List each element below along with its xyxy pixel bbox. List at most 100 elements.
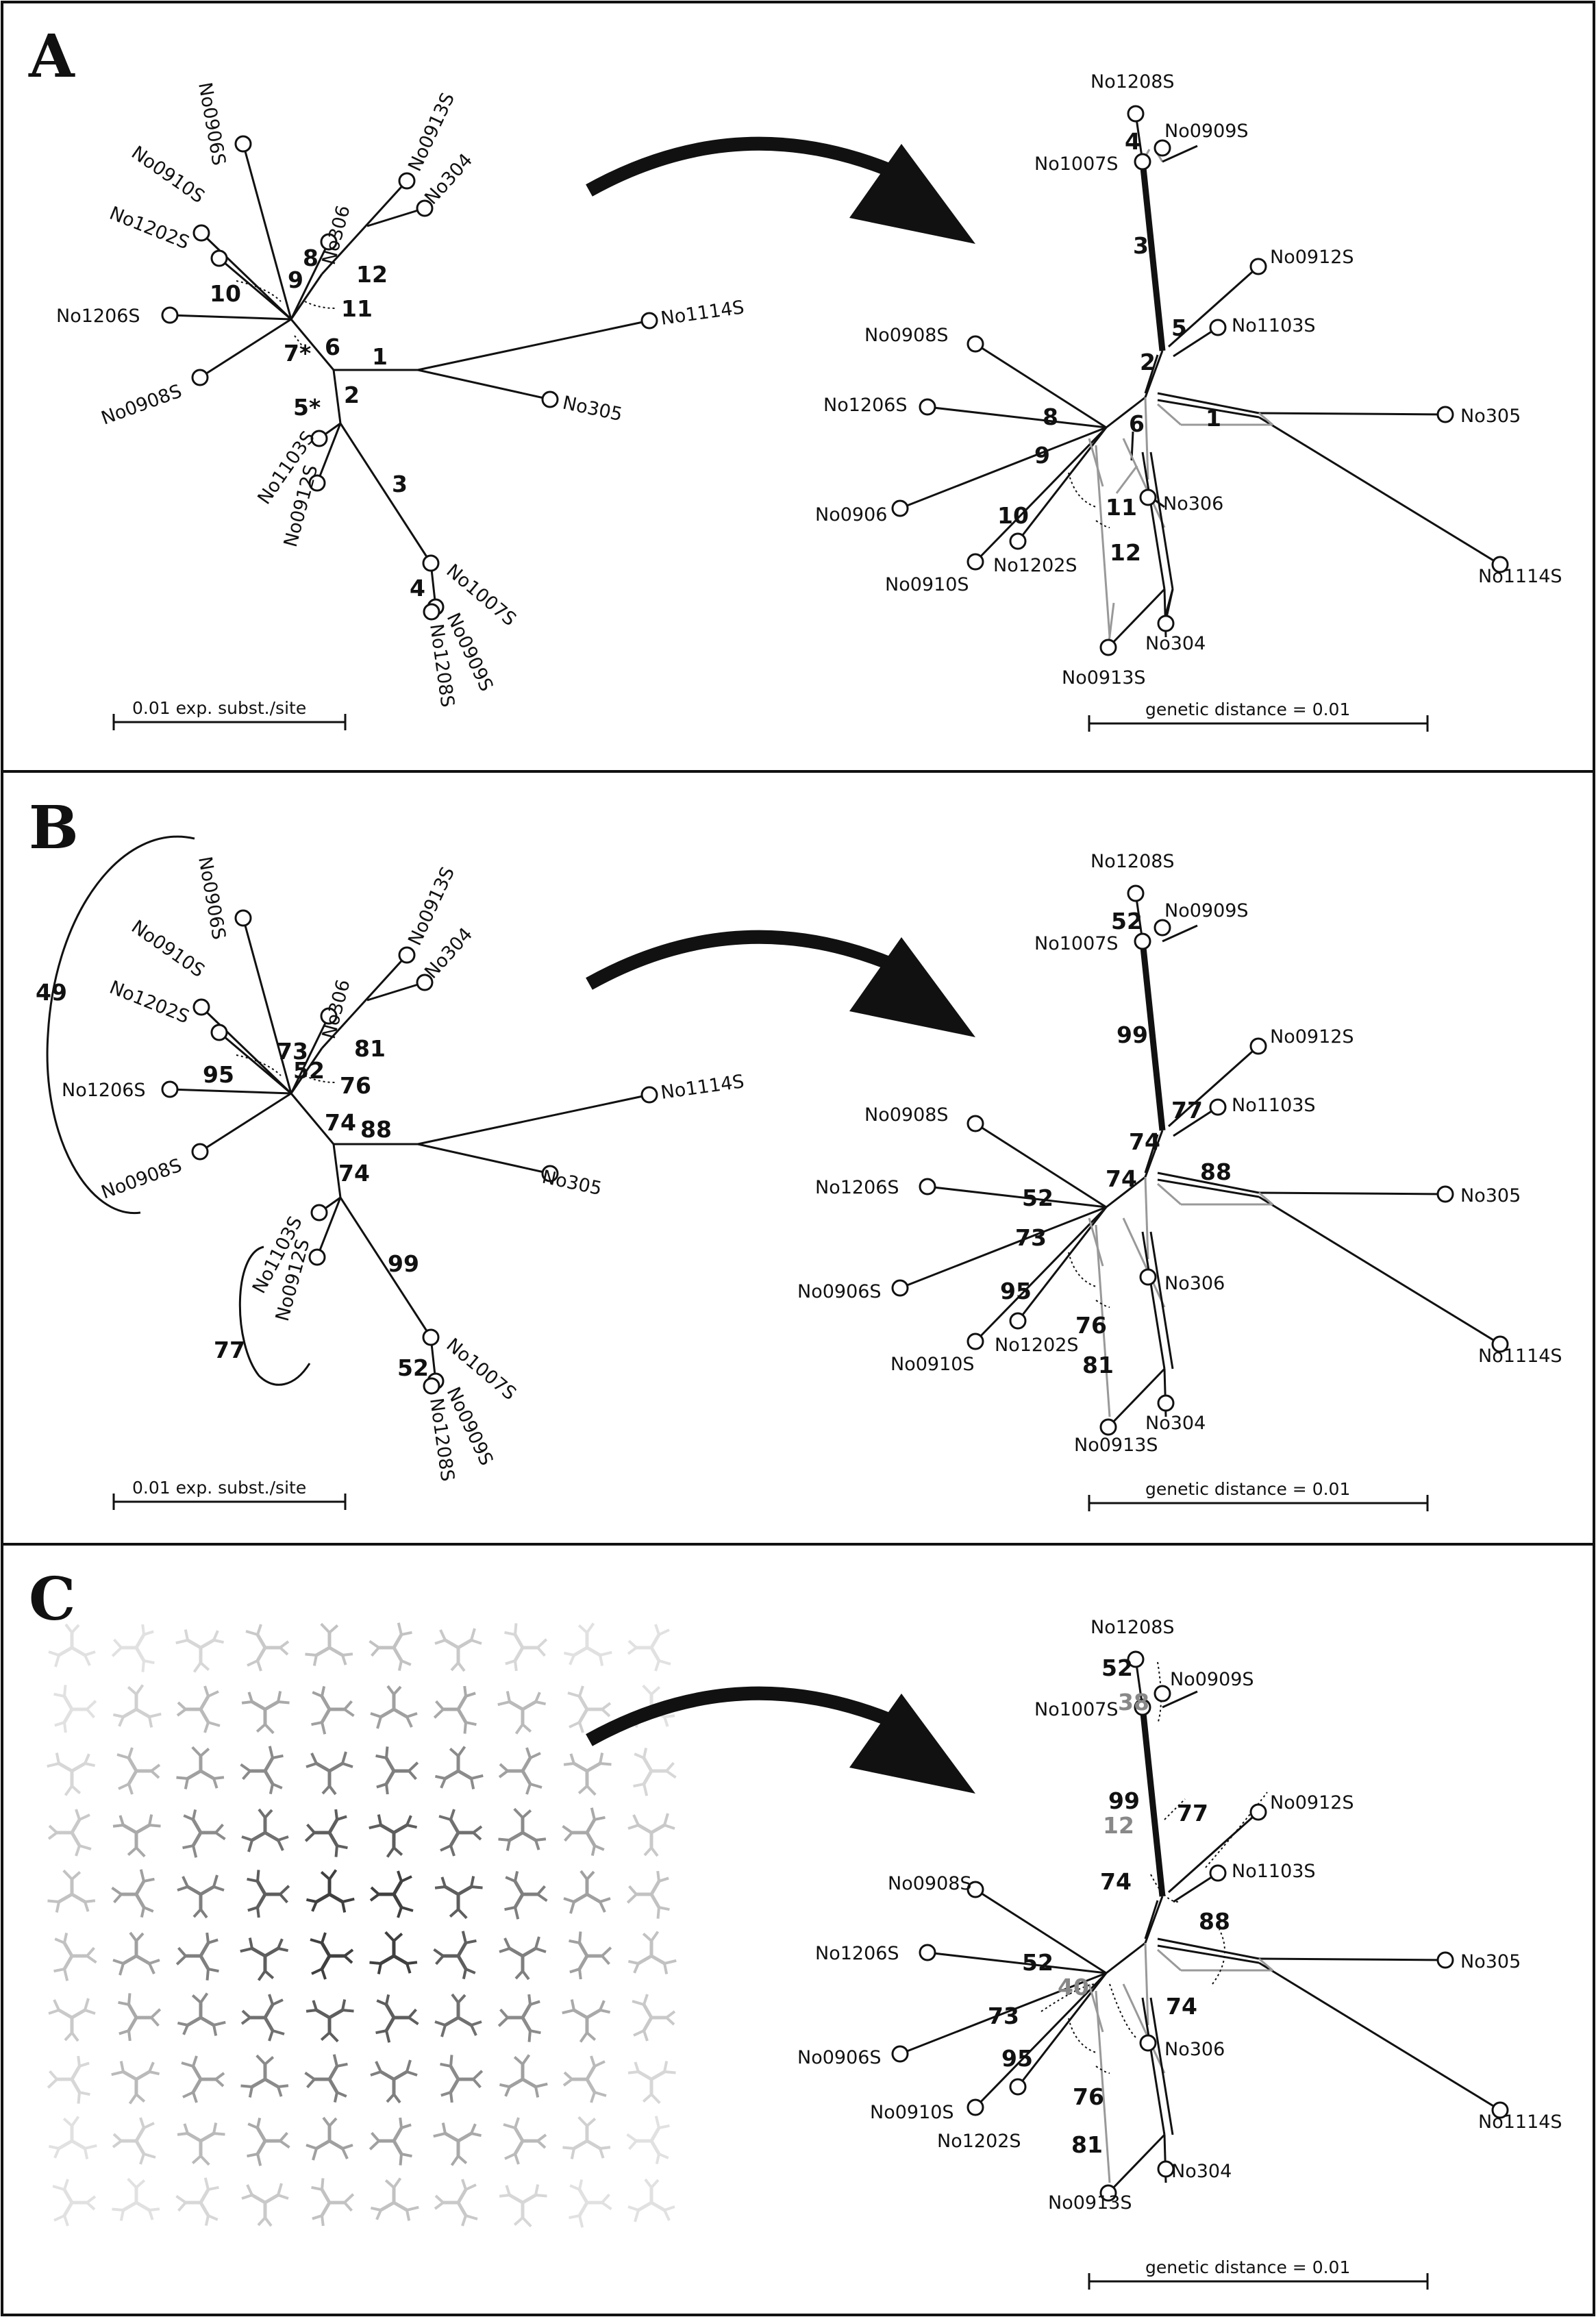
panel-c-network: No1208S No0909S No1007S No0912S No1103S … [797,1617,1562,2290]
taxon-label: No305 [561,393,625,426]
taxon-label: No305 [540,1167,604,1200]
taxon-label: No0908S [99,1155,185,1204]
taxon-tip [234,135,252,153]
taxon-tip [640,1086,658,1104]
taxon-tip [1154,139,1171,157]
scale-bar-label: genetic distance = 0.01 [1145,1479,1350,1499]
bootstrap-tree [49,1809,91,1856]
taxon-tip [541,391,559,408]
taxon-label: No1202S [993,555,1077,576]
taxon-tip [161,1080,179,1098]
bootstrap-tree [564,1871,610,1913]
bootstrap-tree [310,1933,353,1979]
split-number: 99 [1108,1787,1140,1814]
taxon-label: No0912S [1270,247,1354,268]
taxon-tip [310,1204,328,1222]
taxon-label: No0908S [864,325,949,346]
taxon-tip [891,1279,909,1297]
taxon-label: No1114S [1478,1346,1562,1367]
split-number: 12 [356,261,388,288]
bootstrap-tree [113,2118,155,2164]
bootstrap-tree [236,1743,297,1803]
taxon-tip [192,998,210,1016]
split-number: 81 [1071,2131,1103,2158]
split-number: 49 [36,979,67,1006]
taxon-tip [967,2098,984,2116]
bootstrap-tree [44,1739,104,1801]
split-number: 9 [1034,442,1050,469]
bootstrap-tree [105,1990,166,2050]
taxon-label: No0910S [890,1354,975,1375]
split-number: 74 [1100,1868,1132,1895]
bootstrap-tree [171,2174,233,2235]
bootstrap-tree [362,1743,424,1803]
bootstrap-tree [107,1616,169,1676]
bootstrap-tree [499,1937,546,1979]
bootstrap-tree [237,2050,297,2111]
taxon-label: No1114S [1478,2111,1562,2133]
split-number: 76 [340,1072,371,1099]
split-number: 99 [388,1250,419,1277]
bootstrap-tree [622,1863,684,1923]
taxon-label: No1206S [823,395,908,416]
taxon-tip [210,1024,228,1041]
bootstrap-tree [40,1681,102,1742]
taxon-label: No1007S [1034,933,1119,954]
taxon-tip [1127,105,1145,123]
split-number: 76 [1075,1312,1107,1339]
bootstrap-tree [435,1994,482,2037]
panel-b-tree: No0906S No0910S No1202S No1206S No0908S … [36,835,745,1510]
taxon-label: No0908S [888,1873,972,1894]
split-number: 2 [1140,349,1156,375]
taxon-tip [1491,1335,1509,1353]
taxon-label: No1206S [815,1943,899,1964]
bootstrap-tree [171,1924,233,1985]
taxon-tip [308,1248,326,1266]
taxon-tip [1491,2101,1509,2119]
split-number: 77 [1171,1097,1203,1124]
bootstrap-tree [499,1748,542,1794]
taxon-label: No0912S [1270,1026,1354,1048]
bootstrap-tree [491,1863,553,1923]
split-number: 8 [303,245,319,271]
bootstrap-tree [491,2050,551,2111]
taxon-tip [416,974,434,991]
panel-letter-a: A [28,22,75,91]
taxon-tip [1099,639,1117,656]
bootstrap-tree [298,1678,360,1738]
bootstrap-tree [558,1805,619,1865]
taxon-tip [919,1944,936,1961]
taxon-label: No0909S [1164,121,1249,142]
taxon-label: No304 [1145,633,1206,654]
taxon-label: No1206S [815,1177,899,1198]
split-number: 77 [1177,1800,1208,1826]
bootstrap-tree [427,1742,487,1803]
taxon-tip [1249,1037,1267,1055]
taxon-label: No1208S [1090,71,1175,92]
taxon-label: No0909S [1170,1669,1254,1690]
taxon-label: No304 [1171,2161,1232,2182]
bootstrap-tree [503,2118,546,2164]
bootstrap-tree [556,1739,616,1801]
taxon-tip [1157,615,1175,632]
bootstrap-tree-grid [40,1616,684,2235]
taxon-tip [1249,258,1267,275]
taxon-tip [1134,153,1151,171]
split-number: 76 [1073,2083,1104,2110]
taxon-tip [234,909,252,927]
panel-b-arrow [586,930,975,1037]
split-number: 3 [392,471,408,497]
bootstrap-tree [430,2109,490,2171]
taxon-label: No305 [1460,1951,1521,1972]
panel-a-tree: No0906S No0910S No1202S No1206S No0908S … [56,81,745,730]
taxon-tip [1157,1394,1175,1412]
taxon-tip [320,1007,338,1025]
split-number: 6 [325,334,340,360]
bootstrap-tree [564,2056,606,2103]
panel-letter-b: B [29,793,79,863]
bootstrap-tree [234,1678,294,1739]
taxon-tip [891,499,909,517]
taxon-label: No0913S [1074,1435,1158,1456]
bootstrap-tree [246,1624,288,1671]
taxon-tip [191,1143,209,1161]
